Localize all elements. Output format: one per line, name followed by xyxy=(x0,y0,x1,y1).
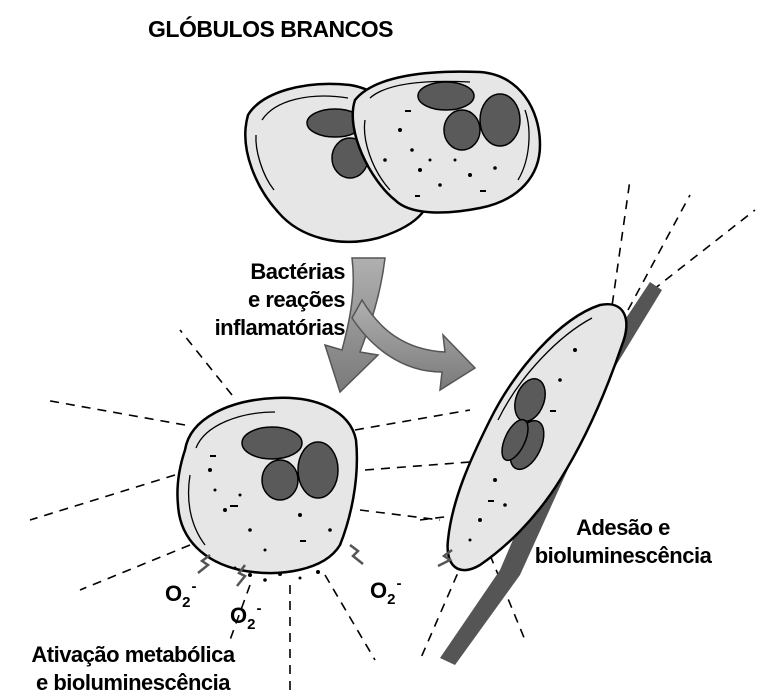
reaction-arrows xyxy=(325,258,475,392)
diagram-title: GLÓBULOS BRANCOS xyxy=(148,16,393,43)
arrow-label-line-2: e reações xyxy=(185,286,345,314)
activation-label: Ativação metabólica e bioluminescência xyxy=(2,641,264,697)
adhesion-label: Adesão e bioluminescência xyxy=(512,514,734,570)
superoxide-label-right: O2- xyxy=(370,575,401,608)
arrow-label-line-1: Bactérias xyxy=(185,258,345,286)
superoxide-label-middle: O2- xyxy=(230,600,261,633)
activation-label-line-2: e bioluminescência xyxy=(2,669,264,697)
light-rays xyxy=(30,180,755,696)
superoxide-label-left: O2- xyxy=(165,578,196,611)
white-blood-cell-activated xyxy=(177,398,363,586)
adhesion-label-line-2: bioluminescência xyxy=(512,542,734,570)
activation-label-line-1: Ativação metabólica xyxy=(2,641,264,669)
arrow-label: Bactérias e reações inflamatórias xyxy=(185,258,345,342)
adhesion-label-line-1: Adesão e xyxy=(512,514,734,542)
arrow-label-line-3: inflamatórias xyxy=(185,314,345,342)
